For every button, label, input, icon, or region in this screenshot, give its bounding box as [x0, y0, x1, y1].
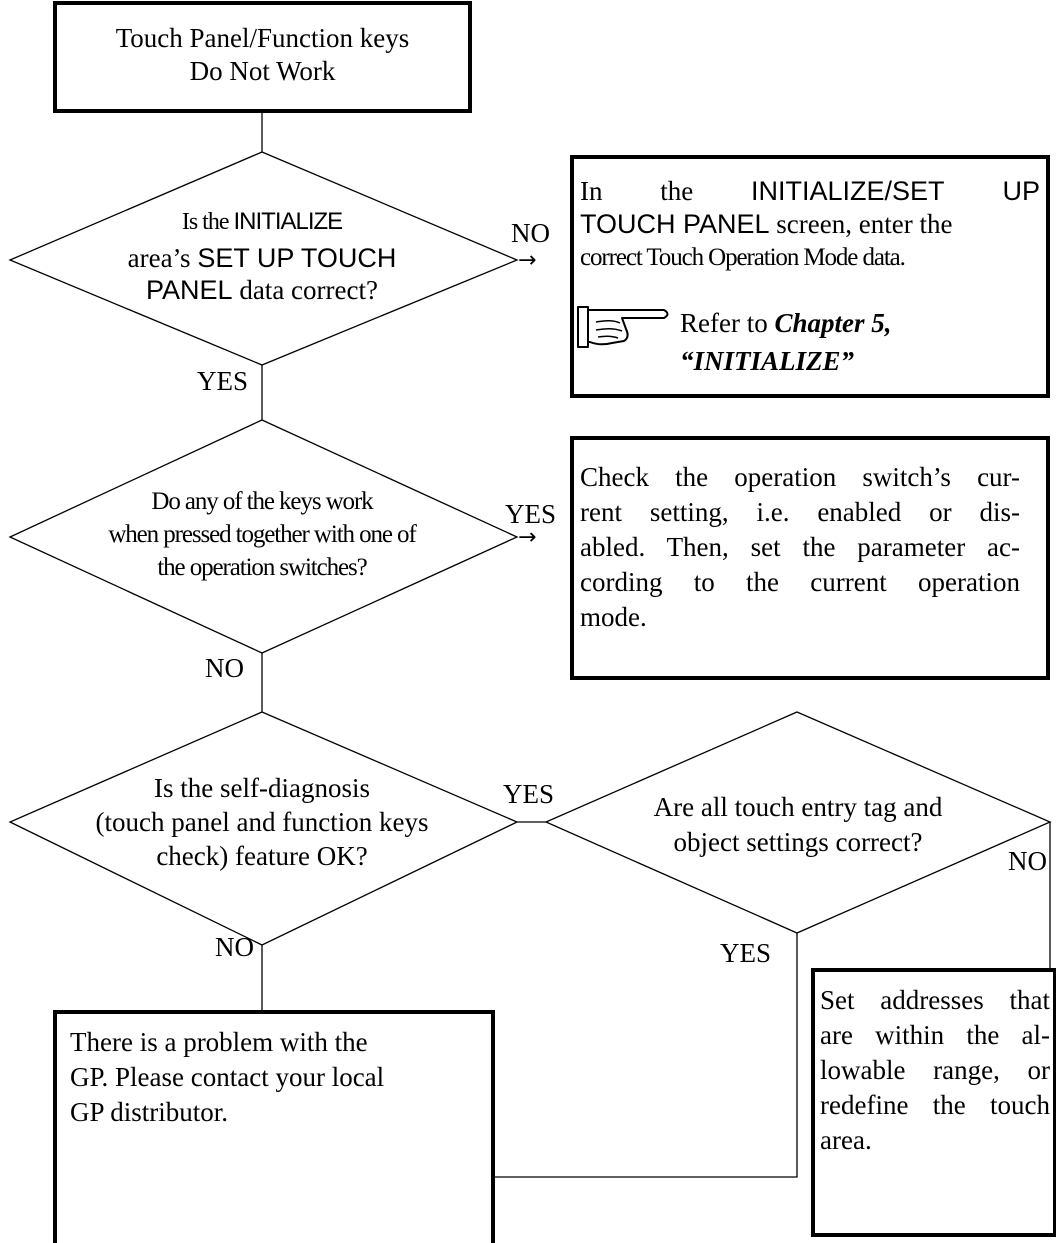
q4-no-label: NO — [1008, 846, 1047, 876]
q2-line-1: Do any of the keys work — [151, 488, 373, 515]
box3-line-4: redefine the touch — [820, 1090, 1050, 1120]
connector-q4-box4 — [493, 933, 798, 1178]
box2-line-4: cording to the current operation — [580, 567, 1020, 597]
q1-line2-pre: area’s — [127, 243, 198, 273]
box3-line-3: lowable range, or — [820, 1055, 1050, 1085]
q1-keyword-panel: PANEL — [146, 275, 233, 305]
box2-text: Check the operation switch’s cur- rent s… — [580, 460, 1020, 635]
q2-text: Do any of the keys work when pressed tog… — [52, 485, 472, 584]
start-label: Touch Panel/Function keys Do Not Work — [55, 22, 470, 88]
box3-line-2: are within the al- — [820, 1020, 1050, 1050]
action-box-operation-switch — [570, 436, 1050, 680]
pointing-hand-icon — [577, 306, 669, 348]
q2-line-2: when pressed together with one of — [108, 521, 416, 548]
box1-keyword-touch-panel: TOUCH PANEL — [580, 209, 770, 239]
box2-line-5: mode. — [580, 602, 647, 632]
q2-yes-arrow-icon: → — [518, 525, 537, 550]
q4-line-1: Are all touch entry tag and — [653, 792, 943, 822]
q2-yes-label: YES — [505, 499, 557, 529]
q1-line3-post: data correct? — [232, 275, 378, 305]
decision-diamond-q2 — [8, 419, 519, 654]
box3-line-5: area. — [820, 1125, 872, 1155]
decision-diamond-q1 — [8, 151, 519, 366]
box3-line-1: Set addresses that — [820, 985, 1050, 1015]
decision-diamond-q4 — [544, 711, 1052, 934]
q1-keyword-setup-touch: SET UP TOUCH — [197, 243, 397, 273]
box4-line-1: There is a problem with the — [70, 1027, 368, 1057]
q4-line-2: object settings correct? — [673, 827, 923, 857]
q1-text: Is the INITIALIZE area’s SET UP TOUCH PA… — [62, 205, 462, 307]
box3-text: Set addresses that are within the al- lo… — [820, 983, 1050, 1158]
box2-line-1: Check the operation switch’s cur- — [580, 462, 1020, 492]
box4-text: There is a problem with the GP. Please c… — [70, 1025, 490, 1130]
q1-no-arrow-icon: → — [518, 248, 537, 273]
q1-yes-label: YES — [197, 366, 249, 396]
decision-diamond-q3 — [8, 711, 519, 946]
action-box-initialize — [570, 155, 1050, 398]
box1-line3: correct Touch Operation Mode data. — [580, 244, 906, 271]
start-box — [53, 1, 472, 113]
q3-text: Is the self-diagnosis (touch panel and f… — [52, 771, 472, 873]
box4-line-3: GP distributor. — [70, 1097, 229, 1127]
box1-ref-chapter: Chapter 5, — [774, 308, 892, 338]
action-box-set-addresses — [811, 968, 1056, 1237]
q4-text: Are all touch entry tag and object setti… — [598, 790, 998, 860]
box2-line-3: abled. Then, set the parameter ac- — [580, 532, 1020, 562]
box1-line1-pre: In the — [580, 176, 751, 206]
q3-line-2: (touch panel and function keys — [95, 807, 429, 837]
box1-ref-pre: Refer to — [680, 308, 775, 338]
box2-line-2: rent setting, i.e. enabled or dis- — [580, 497, 1020, 527]
box1-line2-post: screen, enter the — [769, 209, 953, 239]
q2-no-label: NO — [205, 653, 244, 683]
start-line-1: Touch Panel/Function keys — [115, 23, 410, 53]
q3-line-3: check) feature OK? — [156, 841, 368, 871]
q4-yes-label: YES — [720, 938, 772, 968]
q3-line-1: Is the self-diagnosis — [154, 773, 370, 803]
q1-keyword-initialize: INITIALIZE — [233, 208, 343, 235]
end-box-contact-distributor — [53, 1010, 495, 1243]
q3-yes-label: YES — [503, 779, 555, 809]
box1-ref-title: “INITIALIZE” — [680, 346, 855, 376]
q1-pre: Is the — [181, 209, 234, 235]
box1-text: In the INITIALIZE/SET UP TOUCH PANEL scr… — [580, 175, 1040, 274]
box1-reference: Refer to Chapter 5, “INITIALIZE” — [680, 307, 1040, 378]
q3-no-label: NO — [215, 932, 254, 962]
q1-no-label: NO — [511, 218, 550, 248]
q2-line-3: the operation switches? — [157, 554, 367, 581]
box1-keyword-initialize-setup: INITIALIZE/SET UP — [750, 176, 1040, 206]
box4-line-2: GP. Please contact your local — [70, 1062, 385, 1092]
start-line-2: Do Not Work — [189, 56, 336, 86]
